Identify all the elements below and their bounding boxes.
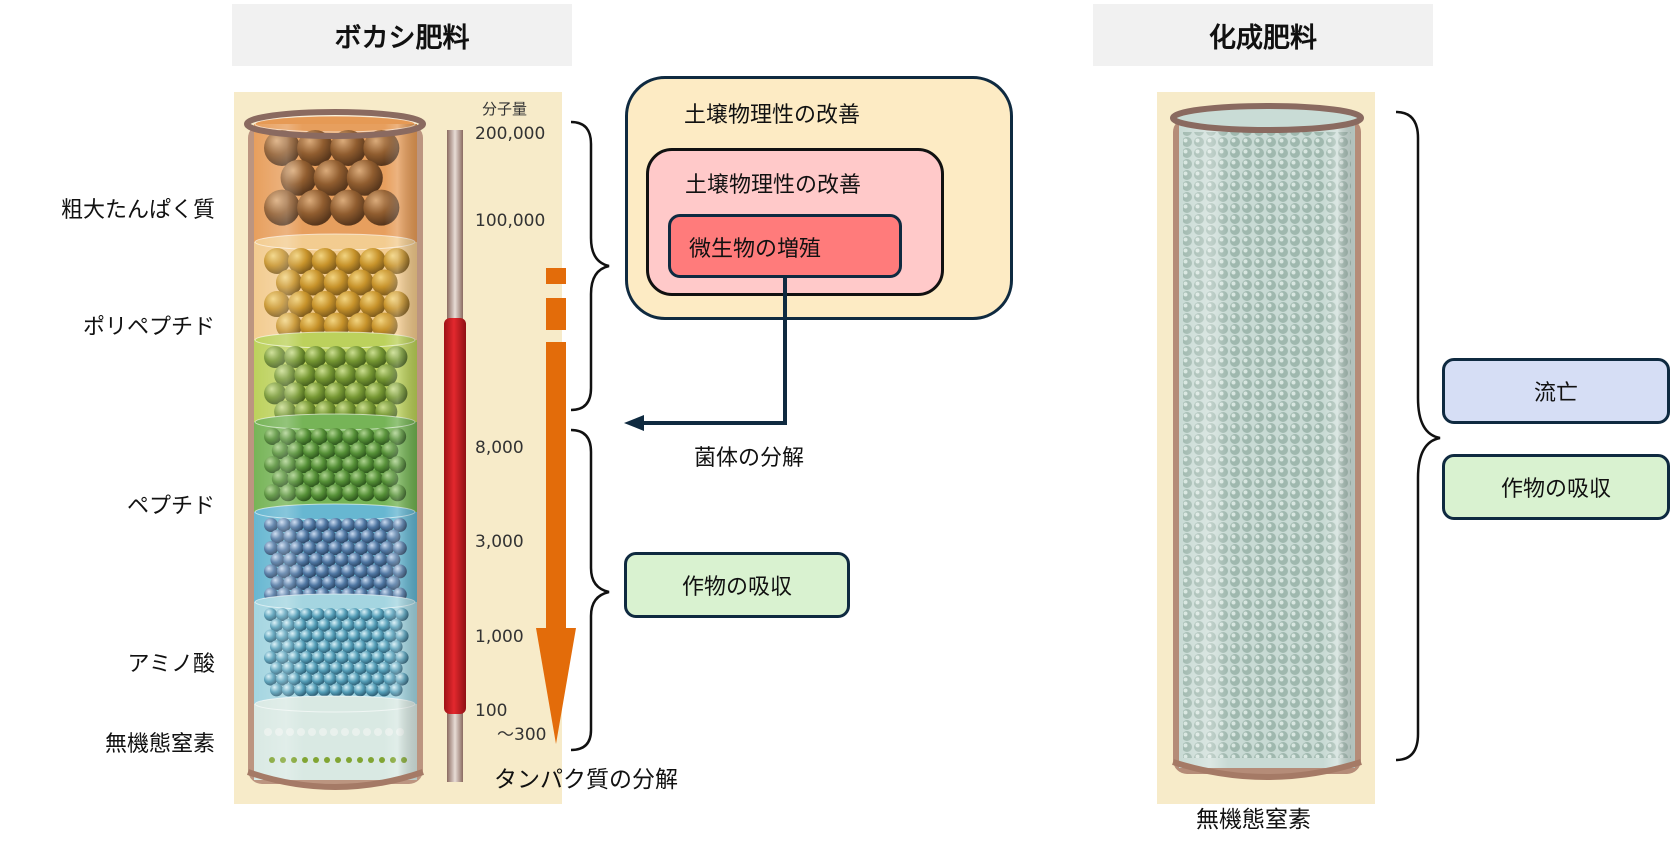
protein-decomposition-label: タンパク質の分解 <box>494 767 678 793</box>
layer-label-polypeptide: ポリペプチド <box>82 315 215 340</box>
decomposition-arrow <box>536 268 576 744</box>
inner-box-microbe-growth: 微生物の増殖 <box>668 214 902 278</box>
bokashi-title: ボカシ肥料 <box>232 4 572 66</box>
cell-decomposition-arrow <box>624 277 787 431</box>
cell-decomposition-label: 菌体の分解 <box>694 446 805 471</box>
brace-upper <box>570 120 610 412</box>
mw-axis-title: 分子量 <box>482 100 528 118</box>
mw-tick: 3,000 <box>475 532 524 552</box>
brace-lower <box>570 428 610 752</box>
layer-label-peptide: ペプチド <box>126 494 215 519</box>
mw-tick: 1,000 <box>475 627 524 647</box>
mw-tick: 100 <box>475 701 508 721</box>
mw-tick: ～300 <box>497 725 547 745</box>
inner-box-label: 微生物の増殖 <box>689 237 822 262</box>
middle-box-label: 土壌物理性の改善 <box>685 173 862 198</box>
runoff-box: 流亡 <box>1442 358 1670 424</box>
mw-tick: 100,000 <box>475 211 546 231</box>
layer-label-crude-protein: 粗大たんぱく質 <box>60 198 215 223</box>
chemical-fertilizer-title: 化成肥料 <box>1093 4 1433 66</box>
layer-label-inorganic-nitrogen: 無機態窒素 <box>104 732 215 757</box>
mw-tick: 200,000 <box>475 124 546 144</box>
layer-label-amino-acid: アミノ酸 <box>127 652 215 677</box>
left-braces <box>570 120 610 752</box>
mw-tick: 8,000 <box>475 438 524 458</box>
bokashi-cylinder <box>244 109 466 790</box>
chemical-cylinder <box>1170 103 1364 780</box>
crop-absorption-box-left: 作物の吸収 <box>624 552 850 618</box>
inorganic-nitrogen-label-right: 無機態窒素 <box>1196 807 1311 833</box>
outer-box-label: 土壌物理性の改善 <box>684 103 861 128</box>
crop-absorption-box-right: 作物の吸収 <box>1442 454 1670 520</box>
right-brace <box>1395 110 1441 762</box>
red-gauge-bar <box>444 318 466 714</box>
